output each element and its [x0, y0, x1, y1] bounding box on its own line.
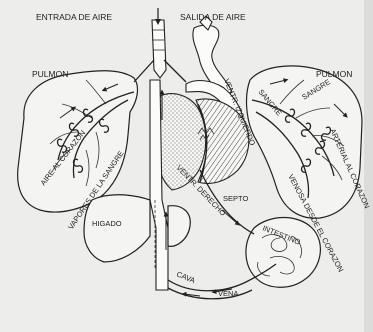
- liver: [84, 195, 150, 262]
- label-higado: HIGADO: [92, 219, 122, 228]
- label-salida-de-aire: SALIDA DE AIRE: [180, 12, 246, 22]
- label-septo: SEPTO: [223, 194, 248, 203]
- page-edge: [364, 0, 373, 332]
- label-pulmon-right: PULMON: [316, 69, 352, 79]
- trachea: [134, 8, 186, 82]
- label-vena: VENA: [218, 289, 238, 298]
- label-cava: CAVA: [175, 270, 196, 286]
- label-pulmon-left: PULMON: [32, 69, 68, 79]
- liver-lobe: [168, 206, 190, 247]
- label-entrada-de-aire: ENTRADA DE AIRE: [36, 12, 112, 22]
